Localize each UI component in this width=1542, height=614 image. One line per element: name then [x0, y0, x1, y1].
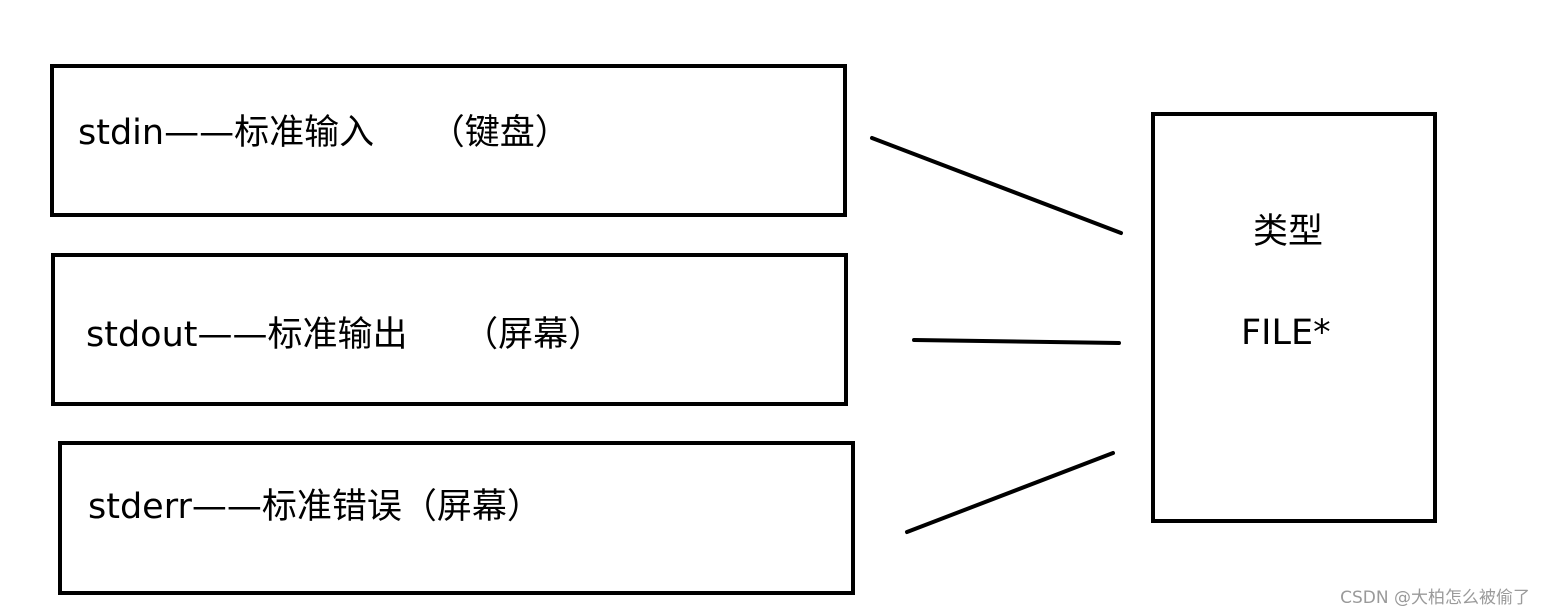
type-title: 类型 [1253, 212, 1324, 252]
stderr-connector [905, 451, 1115, 534]
stdout-label: stdout——标准输出 （屏幕） [86, 315, 604, 355]
stdin-label: stdin——标准输入 （键盘） [78, 113, 570, 153]
stdin-connector [870, 136, 1123, 235]
stdout-box: stdout——标准输出 （屏幕） [51, 253, 848, 406]
file-type-box: 类型 FILE* [1151, 112, 1437, 523]
stderr-label: stderr——标准错误（屏幕） [88, 487, 542, 527]
stdout-connector [912, 338, 1121, 345]
watermark: CSDN @大柏怎么被偷了 [1340, 588, 1530, 608]
stderr-box: stderr——标准错误（屏幕） [58, 441, 855, 595]
type-value: FILE* [1241, 313, 1331, 353]
stdin-box: stdin——标准输入 （键盘） [50, 64, 847, 217]
